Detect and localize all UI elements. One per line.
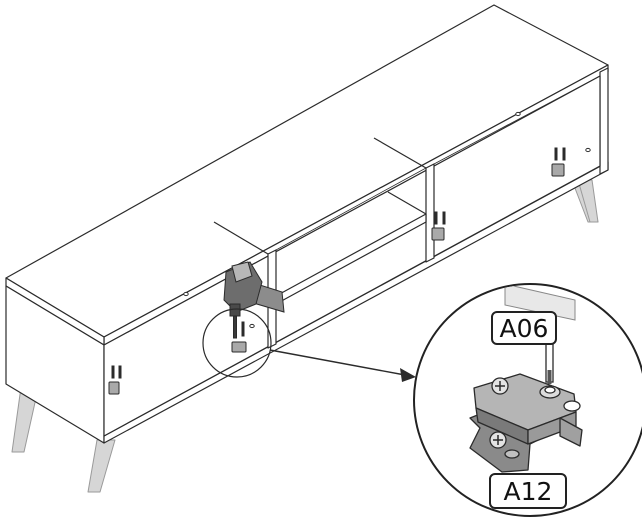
hinge-mounting-plate-icon [469, 373, 583, 473]
pre-drilled-holes [183, 111, 591, 329]
right-compartment-top [433, 75, 601, 165]
divider-left-top-edge [213, 221, 269, 255]
drill-bit [233, 315, 237, 339]
callout-arrowhead [400, 368, 416, 382]
callout-arrow-line [269, 349, 406, 376]
divider-right-top-edge [373, 137, 427, 169]
cabinet-right-edge [599, 67, 609, 175]
screw-small [241, 321, 245, 337]
drill-body [223, 261, 263, 313]
divider-right [425, 163, 435, 263]
label-a12: A12 [489, 473, 567, 509]
hole [183, 291, 189, 297]
hinge-plate-drilled [231, 341, 247, 353]
detail-bit-tip [547, 370, 552, 384]
hinge-plate-mid [431, 211, 446, 241]
hinge-plate-left-door [108, 365, 122, 395]
label-a06-text: A06 [500, 314, 549, 343]
middle-shelf-back-right [387, 191, 427, 215]
hole [585, 147, 591, 153]
label-a06: A06 [491, 311, 557, 345]
detail-magnifier: A06 A12 [413, 283, 642, 517]
leg-front-mid [87, 439, 116, 493]
cordless-drill-icon [223, 261, 285, 339]
hole [249, 323, 255, 329]
tv-cabinet [5, 4, 609, 493]
plate-slot [563, 400, 581, 412]
hole [515, 111, 521, 117]
upper-compartment-line [275, 167, 427, 251]
detail-drill-tip [504, 285, 576, 321]
hinge-plate-right [551, 147, 566, 177]
hinge-plates-small [108, 147, 566, 395]
magnify-origin-circle [202, 308, 272, 378]
label-a12-text: A12 [504, 477, 553, 506]
drill-top [231, 261, 253, 283]
